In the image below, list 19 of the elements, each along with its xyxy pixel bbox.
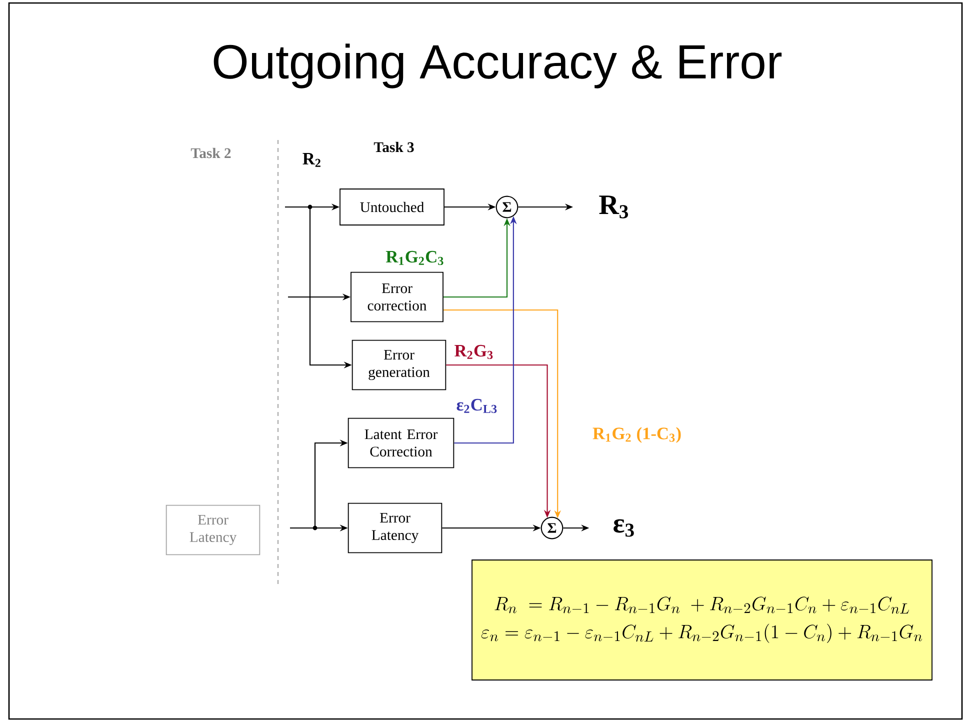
lane-label: Task 2 xyxy=(190,148,231,158)
edge-label: R$_{2}$G$_{3}$ xyxy=(454,344,493,360)
edge-label: R$_{1}$G$_{2}$C$_{3}$ xyxy=(386,250,444,266)
edge-label: ε$_{2}$C$_{L3}$ xyxy=(456,398,497,414)
summing-junction: Σ xyxy=(496,196,518,218)
process-box: Untouched xyxy=(340,188,444,226)
lane-label: Task 3 xyxy=(374,142,414,152)
title: Outgoing Accuracy & Error xyxy=(214,44,782,88)
process-box: Latent Error Correction xyxy=(348,418,454,468)
process-box: Error Latency xyxy=(348,502,442,554)
signal-label: R$_{2}$ xyxy=(302,153,320,167)
process-box: Error generation xyxy=(352,340,446,390)
process-box: Error correction xyxy=(350,272,444,322)
output-label: R$_{3}$ xyxy=(599,196,628,218)
process-box: Error Latency xyxy=(166,504,260,556)
equation-box: $R_n \;= R_{n-1} - R_{n-1}G_n \;+ R_{n-2}G_{n-1}C_n + \varepsilon_{n-1}C_{nL}$ $\varepsilon_n = \varepsilon_{n-1} - \varepsilon_{n-1}C_{nL} + R_{n-2}G_{n-1}\bigl(1 - C_n\bigr) + R_{n-1}G_n$ xyxy=(472,560,932,680)
summing-junction: Σ xyxy=(540,516,564,540)
edge-label: R$_{1}$G$_{2}$ (1-C$_{3}$) xyxy=(592,427,681,443)
output-label: ε$_{3}$ xyxy=(614,519,634,537)
